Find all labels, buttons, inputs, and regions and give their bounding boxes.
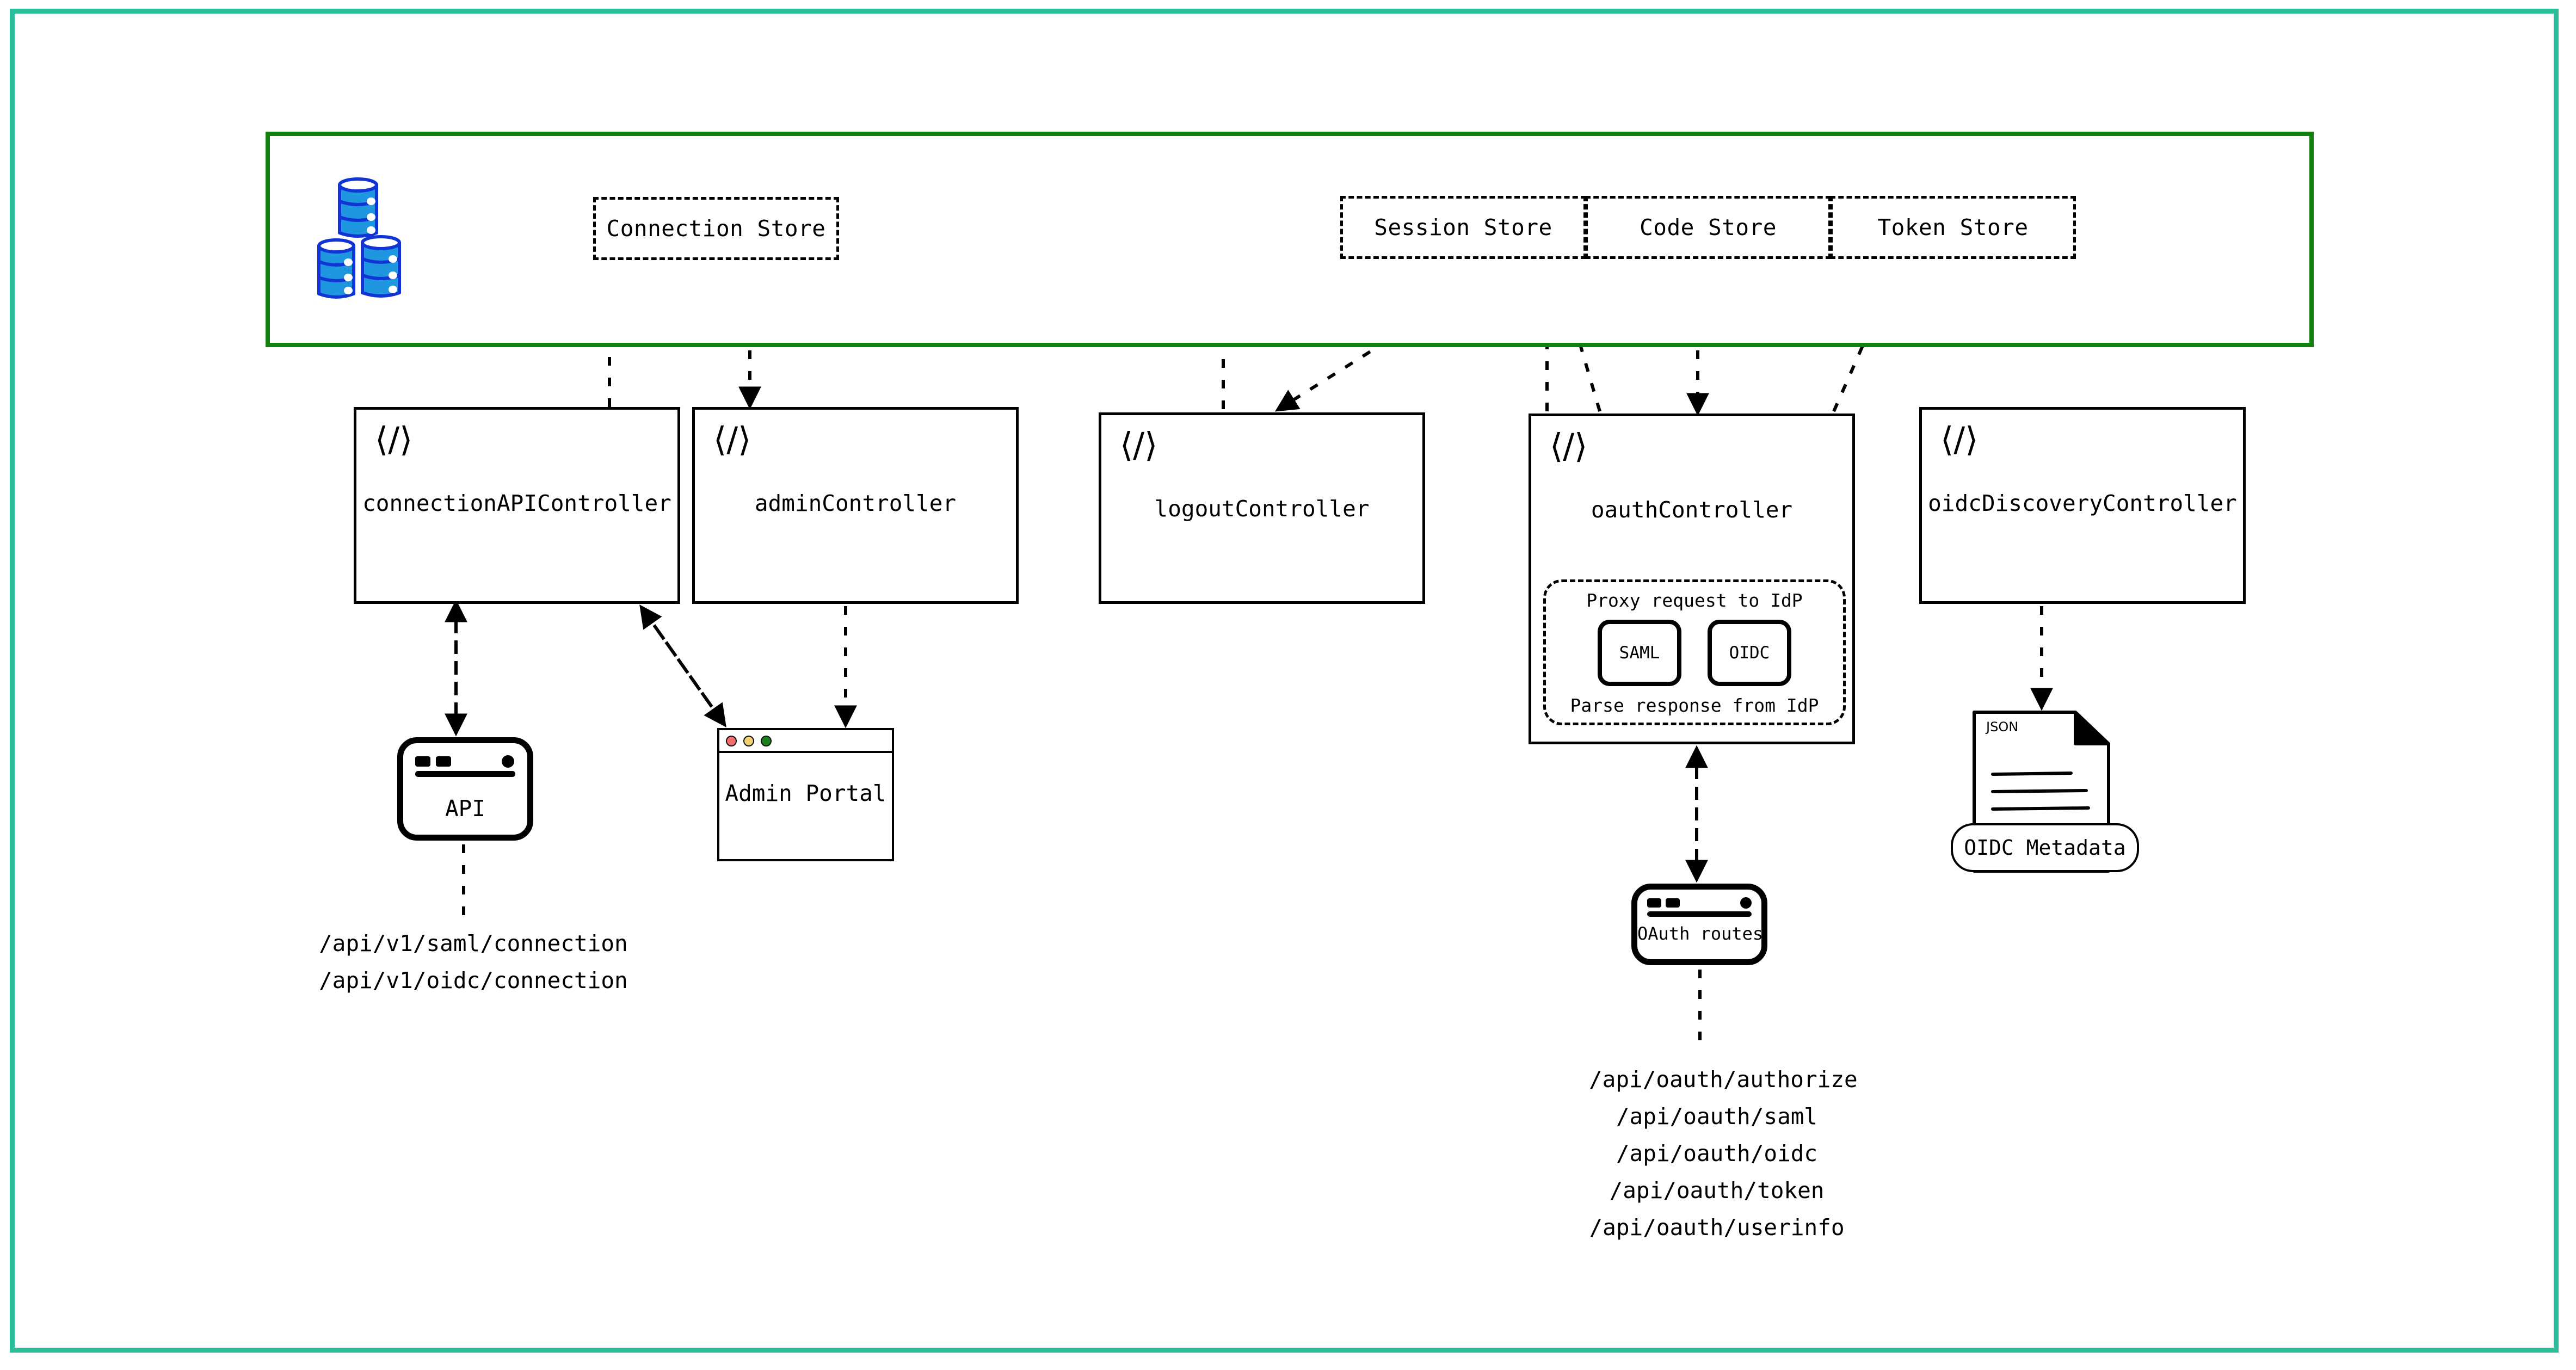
store-label: Connection Store xyxy=(606,215,826,242)
routes-bar-square-1 xyxy=(1647,898,1661,908)
store-code-store[interactable]: Code Store xyxy=(1585,196,1831,259)
oauth-routes-label: OAuth routes xyxy=(1637,923,1764,944)
idp-button-group: SAML OIDC xyxy=(1598,620,1791,686)
window-titlebar xyxy=(719,730,892,753)
minimize-dot[interactable] xyxy=(743,736,754,746)
endpoint-item: /api/oauth/saml xyxy=(1616,1103,1818,1130)
close-dot[interactable] xyxy=(726,736,737,746)
json-tag-label: JSON xyxy=(1986,719,2019,735)
routes-bar-square-2 xyxy=(1666,898,1680,908)
api-label: API xyxy=(445,795,486,822)
api-bar-square-2 xyxy=(436,756,451,767)
api-titlebar-icon xyxy=(415,753,515,777)
idp-proxy-block: Proxy request to IdP SAML OIDC Parse res… xyxy=(1543,579,1846,725)
controller-label: oidcDiscoveryController xyxy=(1928,490,2237,516)
api-node[interactable]: API xyxy=(397,737,533,841)
maximize-dot[interactable] xyxy=(761,736,772,746)
admin-portal-label: Admin Portal xyxy=(725,780,886,806)
oauth-endpoint-list: /api/oauth/authorize /api/oauth/saml /ap… xyxy=(1589,1061,1858,1246)
controller-logout[interactable]: ⟨/⟩ logoutController xyxy=(1099,412,1425,604)
code-icon: ⟨/⟩ xyxy=(1550,426,1588,466)
routes-titlebar-icon xyxy=(1647,896,1752,917)
controller-connection-api[interactable]: ⟨/⟩ connectionAPIController xyxy=(354,407,680,604)
api-bar-rule xyxy=(415,771,515,777)
store-label: Code Store xyxy=(1640,214,1777,240)
store-session-store[interactable]: Session Store xyxy=(1340,196,1586,259)
controller-oidc-discovery[interactable]: ⟨/⟩ oidcDiscoveryController xyxy=(1919,407,2246,604)
endpoint-item: /api/v1/saml/connection xyxy=(319,930,628,956)
store-token-store[interactable]: Token Store xyxy=(1830,196,2076,259)
controller-oauth[interactable]: ⟨/⟩ oauthController Proxy request to IdP… xyxy=(1529,414,1855,744)
api-bar-dot xyxy=(502,755,514,768)
controller-label: adminController xyxy=(754,490,957,516)
database-cylinders-icon xyxy=(317,177,401,299)
controller-label: connectionAPIController xyxy=(362,490,671,516)
arrow-admin-portal-to-connapi xyxy=(639,604,725,725)
controller-label: logoutController xyxy=(1154,496,1370,522)
admin-portal-window[interactable]: Admin Portal xyxy=(717,728,894,861)
endpoint-item: /api/oauth/oidc xyxy=(1616,1140,1818,1167)
idp-proxy-request-text: Proxy request to IdP xyxy=(1586,590,1803,611)
endpoint-item: /api/oauth/authorize xyxy=(1589,1066,1858,1093)
outer-frame xyxy=(10,9,2559,1353)
api-bar-square-1 xyxy=(415,756,430,767)
controller-admin[interactable]: ⟨/⟩ adminController xyxy=(692,407,1019,604)
endpoint-item: /api/v1/oidc/connection xyxy=(319,967,628,993)
code-icon: ⟨/⟩ xyxy=(713,419,751,459)
code-icon: ⟨/⟩ xyxy=(1940,419,1979,459)
oauth-routes-node[interactable]: OAuth routes xyxy=(1631,884,1767,965)
store-label: Session Store xyxy=(1374,214,1552,240)
oidc-metadata-label[interactable]: OIDC Metadata xyxy=(1951,823,2139,872)
idp-parse-response-text: Parse response from IdP xyxy=(1570,695,1819,716)
oidc-button[interactable]: OIDC xyxy=(1708,620,1791,686)
store-label: Token Store xyxy=(1877,214,2029,240)
store-connection-store[interactable]: Connection Store xyxy=(593,197,839,260)
controller-label: oauthController xyxy=(1591,497,1793,523)
connection-endpoint-list: /api/v1/saml/connection /api/v1/oidc/con… xyxy=(319,925,628,999)
endpoint-item: /api/oauth/token xyxy=(1609,1177,1825,1204)
endpoint-item: /api/oauth/userinfo xyxy=(1589,1214,1845,1241)
code-icon: ⟨/⟩ xyxy=(1120,425,1158,465)
saml-button[interactable]: SAML xyxy=(1598,620,1681,686)
routes-bar-rule xyxy=(1647,911,1752,917)
routes-bar-dot xyxy=(1740,897,1752,909)
code-icon: ⟨/⟩ xyxy=(375,419,413,459)
